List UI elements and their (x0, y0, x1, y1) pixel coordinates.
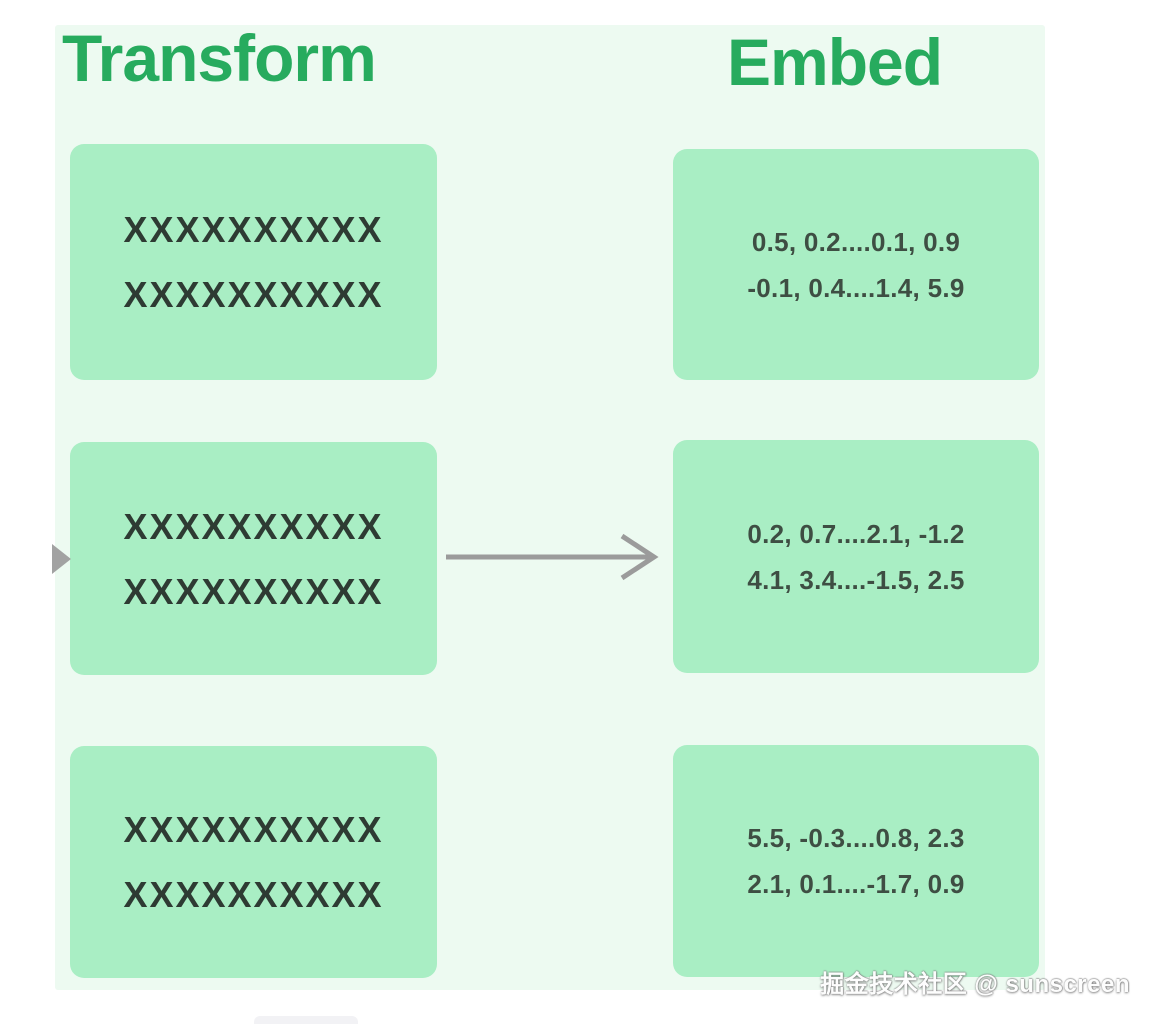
vector-line: 0.5, 0.2....0.1, 0.9 (751, 226, 961, 257)
transform-box-row3: XXXXXXXXXX XXXXXXXXXX (70, 746, 437, 978)
embed-box-row2: 0.2, 0.7....2.1, -1.2 4.1, 3.4....-1.5, … (673, 440, 1039, 673)
vector-line: 4.1, 3.4....-1.5, 2.5 (747, 564, 965, 595)
watermark: 掘金技术社区 @ sunscreen (820, 971, 1130, 998)
vector-line: 2.1, 0.1....-1.7, 0.9 (747, 869, 965, 899)
token-line: XXXXXXXXXX (123, 505, 384, 547)
cutoff-card (254, 1016, 358, 1024)
transform-box-row1: XXXXXXXXXX XXXXXXXXXX (70, 144, 437, 380)
token-line: XXXXXXXXXX (123, 570, 384, 612)
embed-column-header: Embed (727, 25, 943, 99)
token-line: XXXXXXXXXX (123, 274, 384, 315)
transform-column-header: Transform (62, 21, 377, 95)
vector-line: -0.1, 0.4....1.4, 5.9 (747, 272, 965, 303)
token-line: XXXXXXXXXX (123, 209, 384, 250)
vector-line: 5.5, -0.3....0.8, 2.3 (747, 823, 965, 853)
token-line: XXXXXXXXXX (123, 809, 384, 850)
embed-box-row1: 0.5, 0.2....0.1, 0.9 -0.1, 0.4....1.4, 5… (673, 149, 1039, 380)
token-line: XXXXXXXXXX (123, 874, 384, 915)
transform-box-row2: XXXXXXXXXX XXXXXXXXXX (70, 442, 437, 675)
vector-line: 0.2, 0.7....2.1, -1.2 (747, 518, 965, 549)
incoming-arrowhead-icon (52, 544, 71, 574)
right-arrow-icon (446, 533, 659, 581)
embed-box-row3: 5.5, -0.3....0.8, 2.3 2.1, 0.1....-1.7, … (673, 745, 1039, 977)
